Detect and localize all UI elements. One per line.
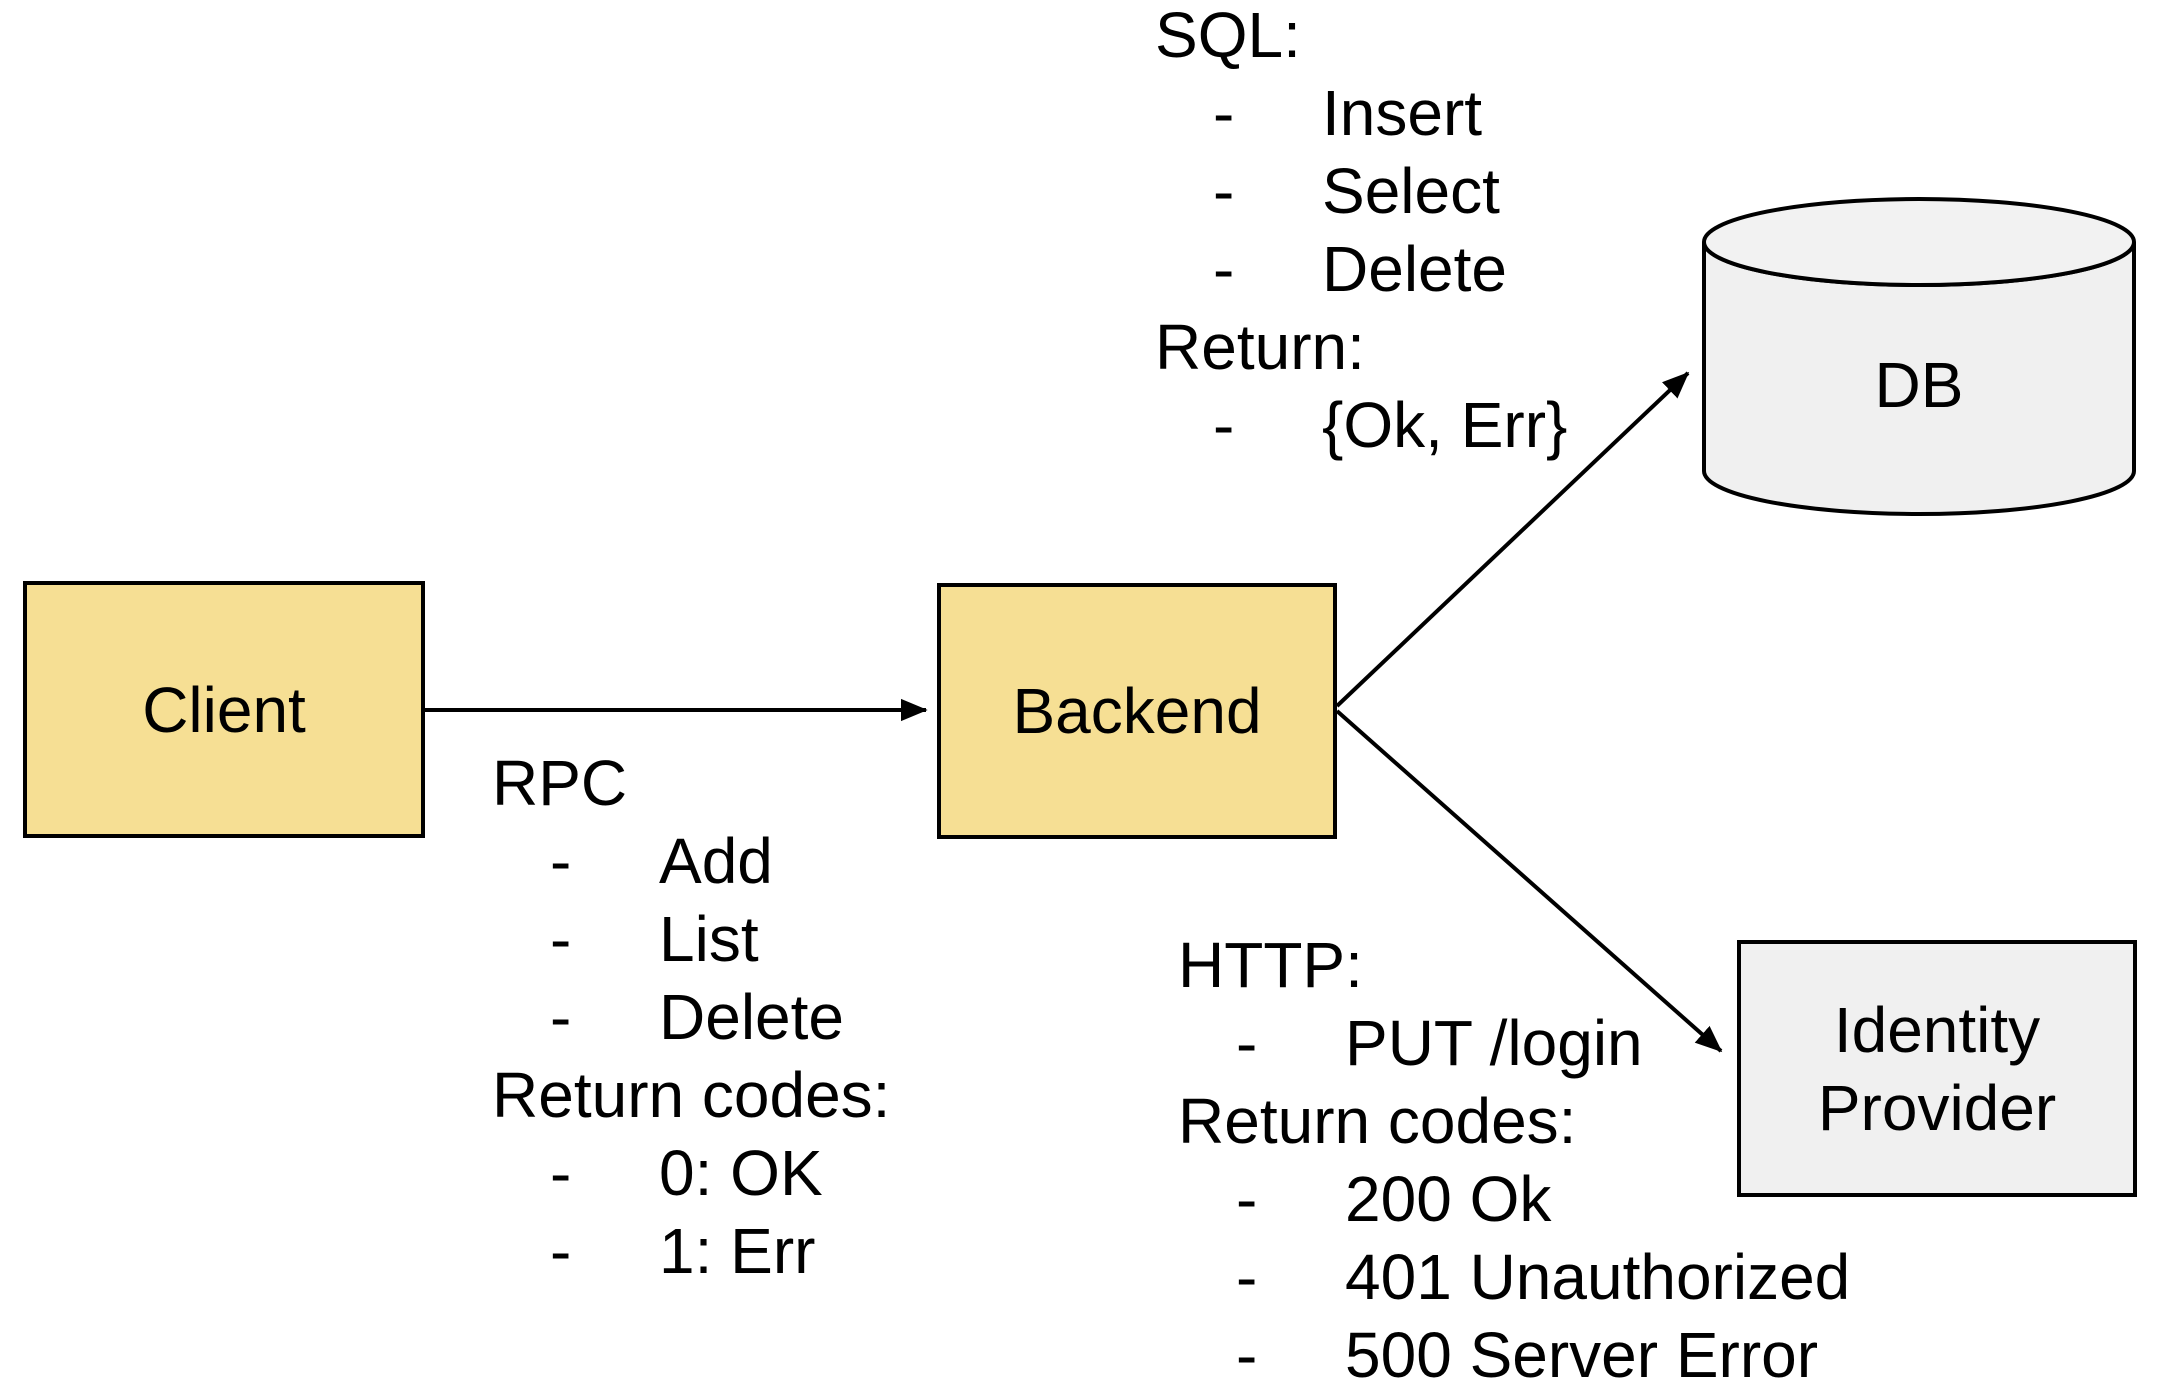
backend-label: Backend [1012,675,1262,747]
sql-item: - Delete [1155,230,1507,308]
http-return-item: - 401 Unauthorized [1178,1238,1850,1316]
note-http: HTTP: - PUT /login Return codes: - 200 O… [1178,926,1850,1394]
rpc-return-title: Return codes: [492,1059,891,1131]
rpc-item: - List [492,900,890,978]
http-item: - PUT /login [1178,1004,1643,1082]
bullet-dash: - [550,903,572,975]
rpc-item: - Delete [492,978,890,1056]
bullet-dash: - [1213,389,1235,461]
node-backend: Backend [937,583,1337,839]
bullet-dash: - [1213,233,1235,305]
rpc-return-item: - 1: Err [492,1212,890,1290]
sql-item: - Select [1155,152,1500,230]
bullet-dash: - [550,1215,572,1287]
node-identity-provider: Identity Provider [1737,940,2137,1197]
bullet-dash: - [1236,1319,1258,1391]
bullet-dash: - [1236,1007,1258,1079]
node-db [1702,197,2136,516]
node-client: Client [23,581,425,838]
rpc-title: RPC [492,747,628,819]
bullet-dash: - [550,1137,572,1209]
identity-provider-label: Identity Provider [1817,993,2057,1144]
rpc-return-item: - 0: OK [492,1134,890,1212]
sql-title: SQL: [1155,0,1301,71]
bullet-dash: - [1213,77,1235,149]
sql-item: - Insert [1155,74,1482,152]
note-rpc: RPC - Add - List - Delete Return codes: … [492,744,890,1290]
http-return-title: Return codes: [1178,1085,1577,1157]
http-return-item: - 500 Server Error [1178,1316,1818,1394]
sql-return-title: Return: [1155,311,1365,383]
http-return-item: - 200 Ok [1178,1160,1576,1238]
note-sql: SQL: - Insert - Select - Delete Return: … [1155,0,1567,464]
sql-return-item: - {Ok, Err} [1155,386,1567,464]
bullet-dash: - [1236,1163,1258,1235]
bullet-dash: - [550,981,572,1053]
http-title: HTTP: [1178,929,1363,1001]
bullet-dash: - [1236,1241,1258,1313]
client-label: Client [142,673,306,746]
db-label-text: DB [1874,349,1964,421]
rpc-item: - Add [492,822,890,900]
db-label: DB [1700,346,2138,424]
db-cylinder-top [1702,197,2136,287]
bullet-dash: - [1213,155,1235,227]
bullet-dash: - [550,825,572,897]
